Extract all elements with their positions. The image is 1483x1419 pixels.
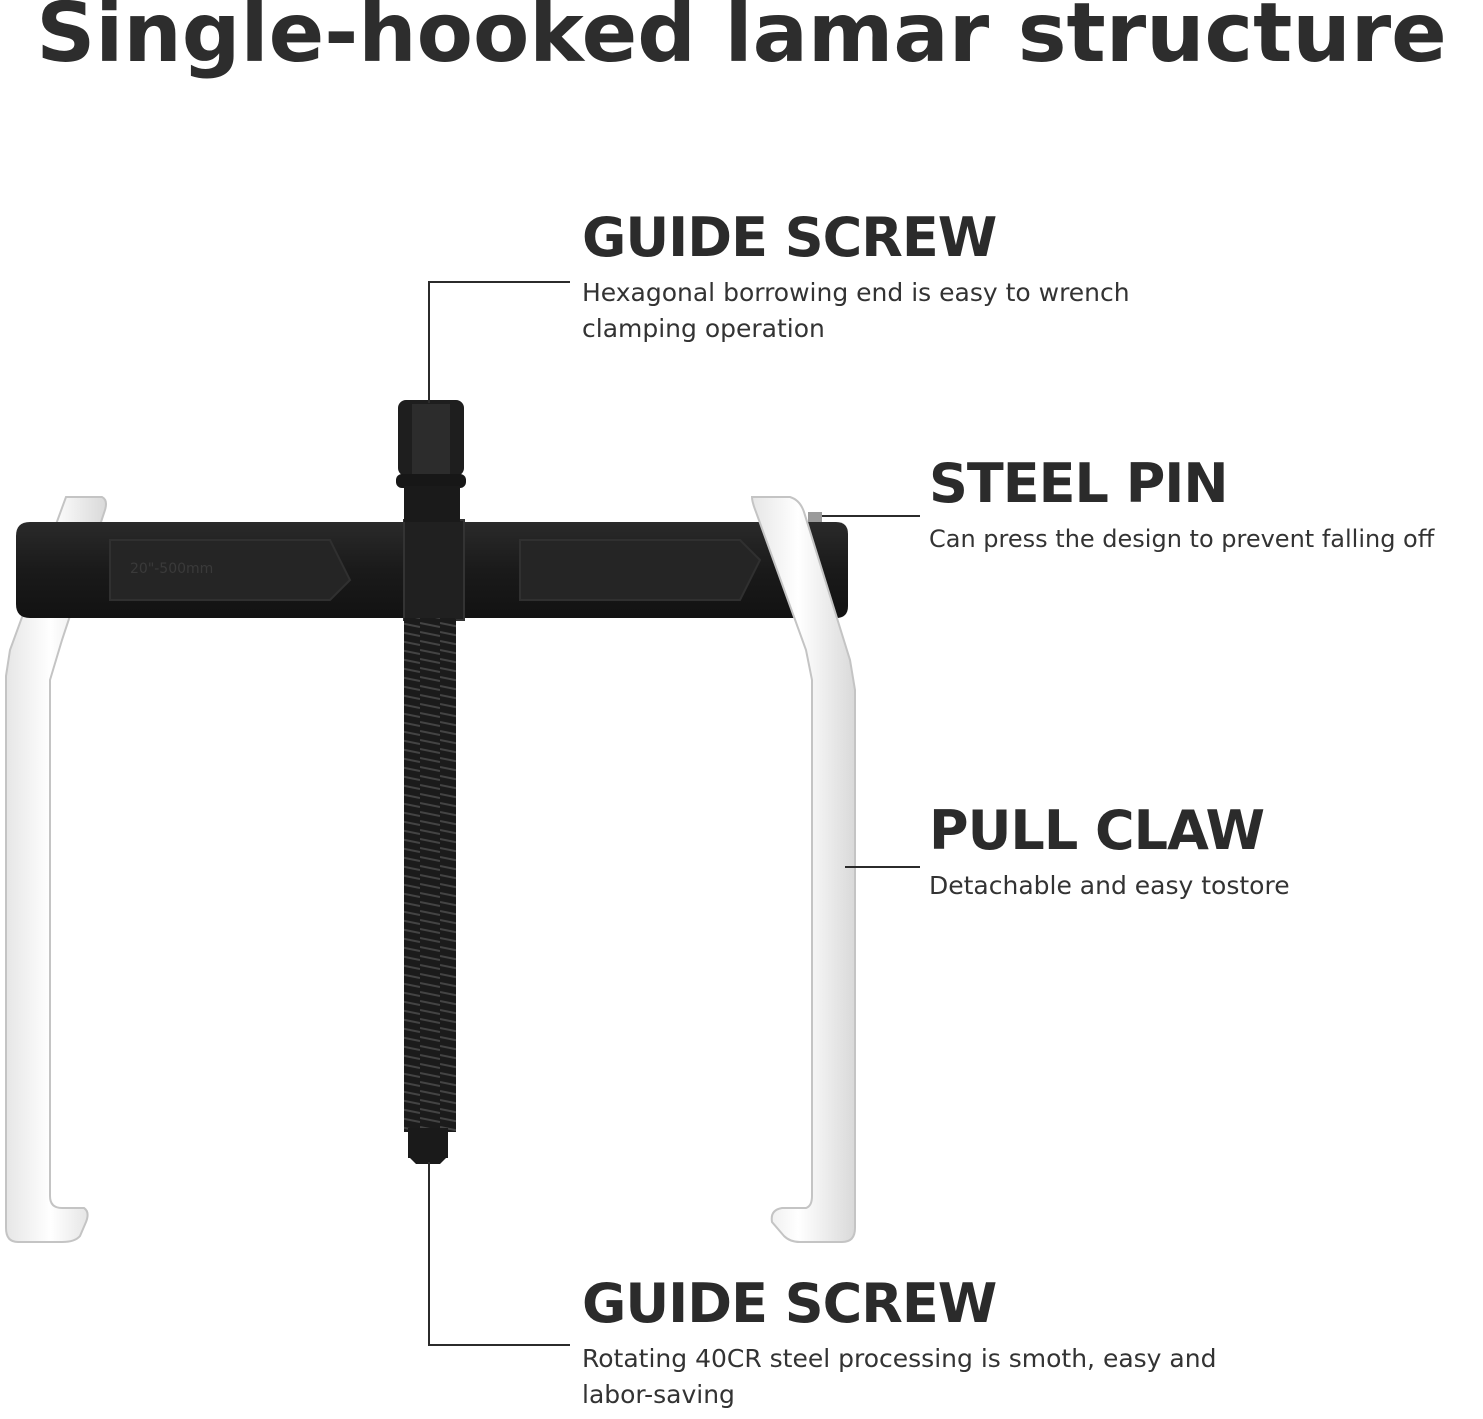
callout-guide-screw-bottom: GUIDE SCREW Rotating 40CR steel processi…: [582, 1272, 1242, 1413]
crossbar: 20"-500mm: [16, 519, 848, 621]
guide-screw: [396, 400, 466, 1164]
left-pull-claw: [5, 496, 107, 1243]
leader-line-guide-top-vertical: [428, 281, 430, 403]
page-title: Single-hooked lamar structure: [36, 0, 1447, 81]
callout-pull-claw: PULL CLAW Detachable and easy tostore: [929, 799, 1469, 904]
steel-pin-marker: [808, 512, 822, 522]
callout-guide-screw-top: GUIDE SCREW Hexagonal borrowing end is e…: [582, 206, 1222, 347]
leader-line-steel-pin: [822, 515, 920, 517]
bar-engraving: 20"-500mm: [130, 561, 213, 577]
callout-heading: GUIDE SCREW: [582, 206, 997, 269]
leader-line-guide-bottom-vertical: [428, 1162, 430, 1346]
leader-line-guide-bottom-horizontal: [428, 1344, 570, 1346]
leader-line-guide-top-horizontal: [428, 281, 570, 283]
callout-steel-pin: STEEL PIN Can press the design to preven…: [929, 452, 1483, 557]
callout-text: Rotating 40CR steel processing is smoth,…: [582, 1344, 1217, 1409]
callout-heading: GUIDE SCREW: [582, 1272, 997, 1335]
callout-text: Can press the design to prevent falling …: [929, 525, 1435, 553]
callout-heading: PULL CLAW: [929, 799, 1265, 862]
callout-heading: STEEL PIN: [929, 452, 1229, 515]
right-pull-claw: [750, 496, 856, 1243]
callout-text: Detachable and easy tostore: [929, 871, 1290, 900]
leader-line-pull-claw: [845, 866, 920, 868]
callout-text: Hexagonal borrowing end is easy to wrenc…: [582, 278, 1130, 343]
